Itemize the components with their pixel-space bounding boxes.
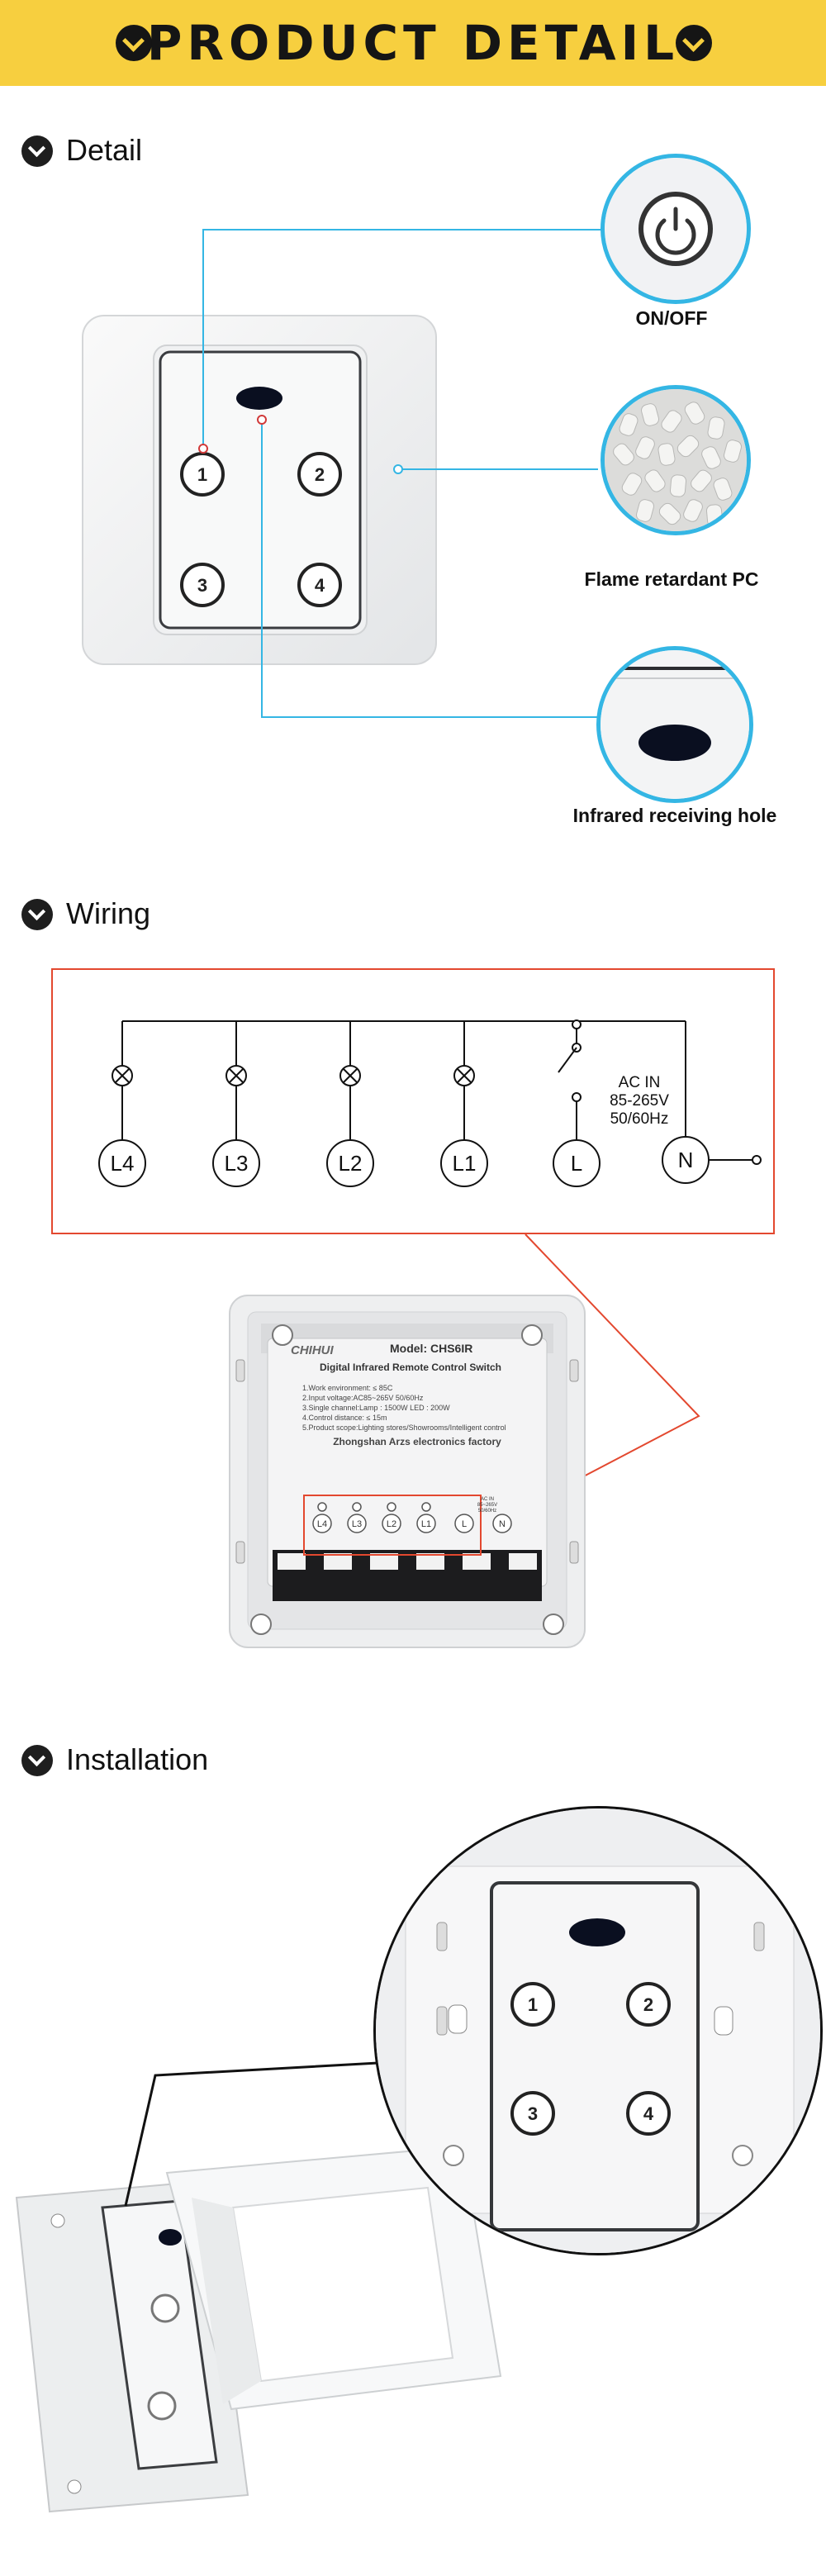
infrared-detail-circle (596, 646, 753, 803)
button-number: 1 (528, 1994, 538, 2015)
spec-line: 4.Control distance: ≤ 15m (302, 1414, 387, 1422)
terminal-label-neutral: N (678, 1148, 694, 1172)
switch-button-4: 4 (297, 562, 343, 608)
back-terminal-label: L4 (317, 1519, 327, 1529)
chevron-down-icon (116, 25, 152, 61)
spec-list: 1.Work environment: ≤ 85C 2.Input voltag… (302, 1383, 542, 1433)
terminal-label-live: L (571, 1151, 582, 1176)
switch-back-image (228, 1294, 586, 1649)
supply-label-line1: AC IN (619, 1074, 661, 1091)
product-label: Digital Infrared Remote Control Switch (319, 1362, 502, 1373)
section-chevron-icon (21, 1745, 53, 1776)
brand-label: CHIHUI (291, 1343, 334, 1357)
back-terminal-label: N (499, 1519, 506, 1529)
supply-label-line2: 85-265V (610, 1092, 669, 1110)
terminal-label-l4: L4 (111, 1151, 135, 1176)
installation-zoom-circle (373, 1806, 823, 2255)
zoom-button-3: 3 (510, 2090, 556, 2136)
section-chevron-icon (21, 135, 53, 167)
spec-line: 3.Single channel:Lamp : 1500W LED : 200W (302, 1404, 450, 1412)
callout-label-infrared: Infrared receiving hole (572, 805, 777, 826)
terminal-label-l1: L1 (453, 1151, 477, 1176)
spec-line: 2.Input voltage:AC85~265V 50/60Hz (302, 1394, 424, 1402)
button-number: 2 (643, 1994, 653, 2015)
switch-button-3: 3 (179, 562, 225, 608)
wiring-diagram: L4 L3 L2 L1 L N AC IN 85-265V 50/60Hz (98, 1019, 762, 1187)
section-title-installation: Installation (66, 1742, 209, 1776)
page-title: PRODUCT DETAIL (146, 15, 680, 71)
button-number: 2 (315, 464, 325, 485)
callout-lines (198, 229, 605, 718)
back-terminal-note: 50/60Hz (478, 1509, 496, 1514)
back-terminal-note: AC IN (481, 1497, 494, 1502)
section-title-detail: Detail (66, 133, 143, 167)
button-number: 1 (197, 464, 207, 485)
callout-label-on-off: ON/OFF (635, 307, 708, 329)
button-number: 4 (315, 575, 325, 596)
callout-label-material: Flame retardant PC (584, 568, 759, 590)
model-label: Model: CHS6IR (390, 1342, 473, 1355)
back-terminal-note: 85~265V (477, 1503, 497, 1508)
zoom-button-4: 4 (625, 2090, 672, 2136)
button-number: 3 (528, 2103, 538, 2124)
installation-callout-line (124, 2060, 394, 2207)
switch-button-2: 2 (297, 451, 343, 497)
factory-label: Zhongshan Arzs electronics factory (333, 1436, 501, 1447)
back-terminal-label: L (462, 1519, 467, 1529)
on-off-detail-circle (601, 154, 751, 304)
terminal-label-l3: L3 (225, 1151, 249, 1176)
installation-exploded-image (0, 2098, 512, 2561)
spec-line: 1.Work environment: ≤ 85C (302, 1384, 393, 1392)
section-chevron-icon (21, 899, 53, 930)
back-terminal-label: L2 (387, 1519, 396, 1529)
wiring-diagram-frame (51, 968, 775, 1234)
material-detail-circle (601, 385, 751, 535)
back-terminal-row: L4 L3 L2 L1 L N AC IN 85~265V 50/60Hz (304, 1495, 527, 1537)
button-number: 3 (197, 575, 207, 596)
zoom-button-1: 1 (510, 1981, 556, 2027)
button-number: 4 (643, 2103, 654, 2124)
terminal-label-l2: L2 (339, 1151, 363, 1176)
zoom-button-2: 2 (625, 1981, 672, 2027)
switch-button-1: 1 (179, 451, 225, 497)
spec-line: 5.Product scope:Lighting stores/Showroom… (302, 1423, 506, 1432)
section-title-wiring: Wiring (66, 896, 151, 930)
back-terminal-label: L3 (352, 1519, 362, 1529)
supply-label-line3: 50/60Hz (610, 1110, 669, 1128)
chevron-down-icon (676, 25, 712, 61)
switch-front-image (79, 312, 439, 668)
back-terminal-label: L1 (421, 1519, 431, 1529)
